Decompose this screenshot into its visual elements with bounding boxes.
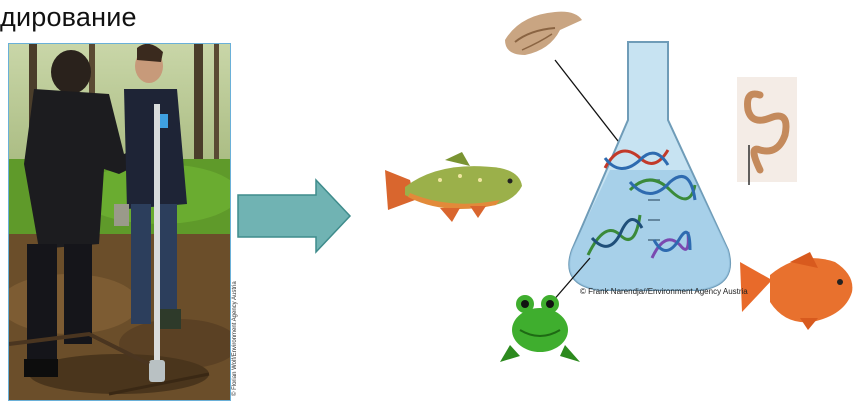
goldfish-icon <box>740 252 852 330</box>
shell-icon <box>505 12 582 55</box>
frog-icon <box>500 258 590 362</box>
flask-credit: © Frank Narendja//Environment Agency Aus… <box>580 287 748 296</box>
arrow-right-icon <box>238 180 350 252</box>
trout-icon <box>385 152 522 222</box>
flask-icon <box>569 42 730 290</box>
worm-icon <box>737 77 797 182</box>
